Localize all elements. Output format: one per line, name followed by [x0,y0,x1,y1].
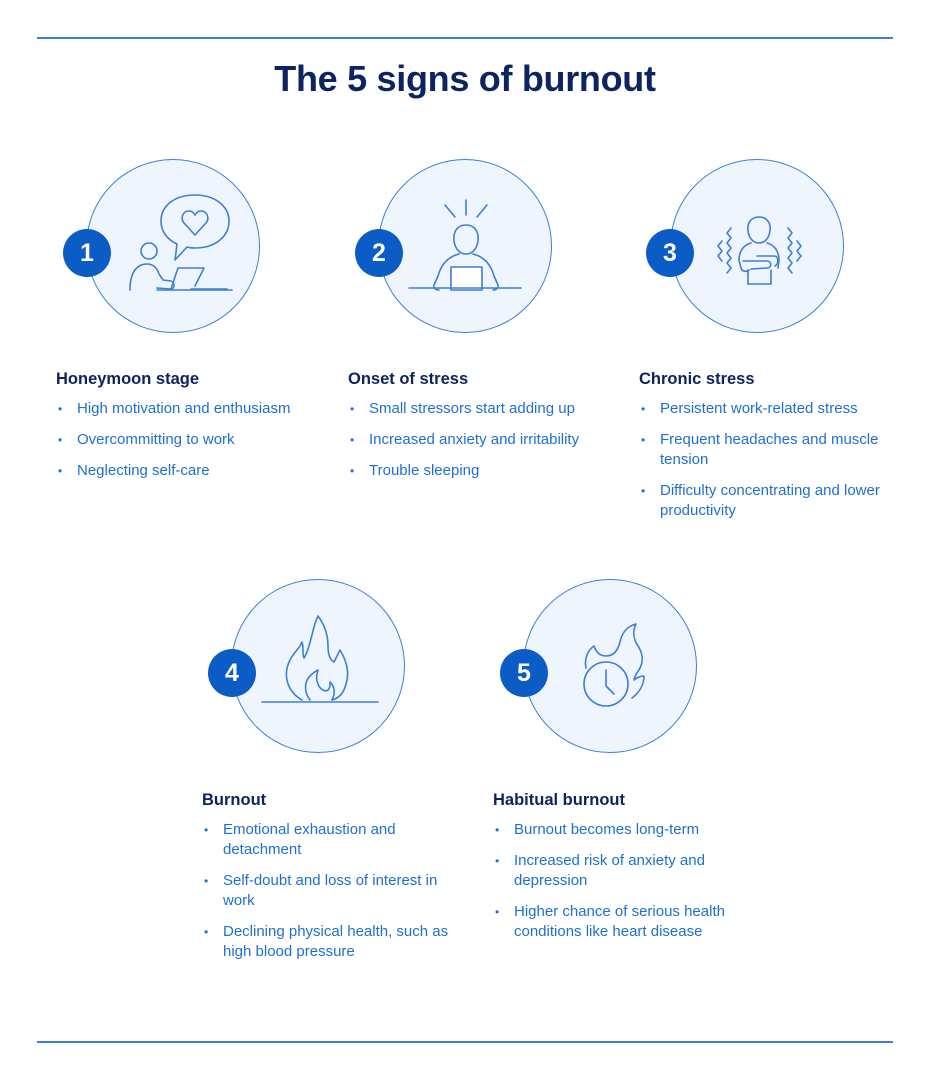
stage-3-bullets: •Persistent work-related stress •Frequen… [639,399,899,521]
bullet-item: •Trouble sleeping [350,462,480,479]
stage-5-heading: Habitual burnout [493,791,625,809]
stage-4-bullets: •Emotional exhaustion and detachment •Se… [202,820,452,962]
bullet-icon: • [495,823,500,837]
bullet-icon: • [641,484,646,498]
bullet-icon: • [641,433,646,447]
stage-1-number-badge: 1 [63,229,111,277]
flame-icon [261,615,379,703]
bullet-icon: • [350,433,355,447]
bullet-item: •Neglecting self-care [58,462,210,479]
stage-3-info: Chronic stress •Persistent work-related … [639,370,899,532]
bullet-item: •Emotional exhaustion and detachment [204,821,396,858]
person-laptop-heart-speech-icon [129,194,233,291]
bullet-item: •Increased anxiety and irritability [350,431,580,448]
bottom-divider [37,1041,893,1043]
page-title: The 5 signs of burnout [274,58,656,99]
bullet-item: •Declining physical health, such as high… [204,923,449,960]
stage-1-bullets: •High motivation and enthusiasm •Overcom… [56,399,306,481]
bullet-item: •Self-doubt and loss of interest in work [204,872,438,909]
stage-4-number-badge: 4 [208,649,256,697]
stage-1-heading: Honeymoon stage [56,370,200,388]
bullet-icon: • [58,464,63,478]
shivering-person-arms-crossed-icon [717,216,802,285]
bullet-item: •Overcommitting to work [58,431,235,448]
stage-3-number-badge: 3 [646,229,694,277]
bullet-icon: • [204,874,209,888]
stage-2-info: Onset of stress •Small stressors start a… [348,370,598,492]
bullet-item: •Higher chance of serious health conditi… [495,903,725,940]
bullet-item: •Frequent headaches and muscle tension [641,431,879,468]
stage-2-illustration [378,159,552,333]
bullet-item: •Difficulty concentrating and lower prod… [641,482,880,519]
bullet-item: •Persistent work-related stress [641,400,858,417]
bullet-icon: • [495,905,500,919]
bullet-icon: • [495,854,500,868]
bullet-item: •High motivation and enthusiasm [58,400,291,417]
stage-4-heading: Burnout [202,791,267,809]
bullet-item: •Increased risk of anxiety and depressio… [495,852,705,889]
stage-5-info: Habitual burnout •Burnout becomes long-t… [493,791,743,953]
bullet-icon: • [58,433,63,447]
stage-3-illustration [670,159,844,333]
bullet-icon: • [204,823,209,837]
bullet-icon: • [58,402,63,416]
stage-5-bullets: •Burnout becomes long-term •Increased ri… [493,820,743,942]
stage-1-illustration [86,159,260,333]
stressed-person-at-laptop-icon [408,199,522,291]
bullet-icon: • [641,402,646,416]
bullet-icon: • [204,925,209,939]
bullet-icon: • [350,464,355,478]
stage-4-illustration [231,579,405,753]
clock-in-flame-icon [583,623,645,707]
stage-5-number-badge: 5 [500,649,548,697]
stage-3-heading: Chronic stress [639,370,755,388]
stage-4-info: Burnout •Emotional exhaustion and detach… [202,791,452,973]
bullet-icon: • [350,402,355,416]
bullet-item: •Small stressors start adding up [350,400,575,417]
stage-2-number-badge: 2 [355,229,403,277]
stage-2-heading: Onset of stress [348,370,469,388]
stage-1-info: Honeymoon stage •High motivation and ent… [56,370,306,492]
top-divider [37,37,893,39]
bullet-item: •Burnout becomes long-term [495,821,700,838]
stage-5-illustration [523,579,697,753]
stage-2-bullets: •Small stressors start adding up •Increa… [348,399,598,481]
